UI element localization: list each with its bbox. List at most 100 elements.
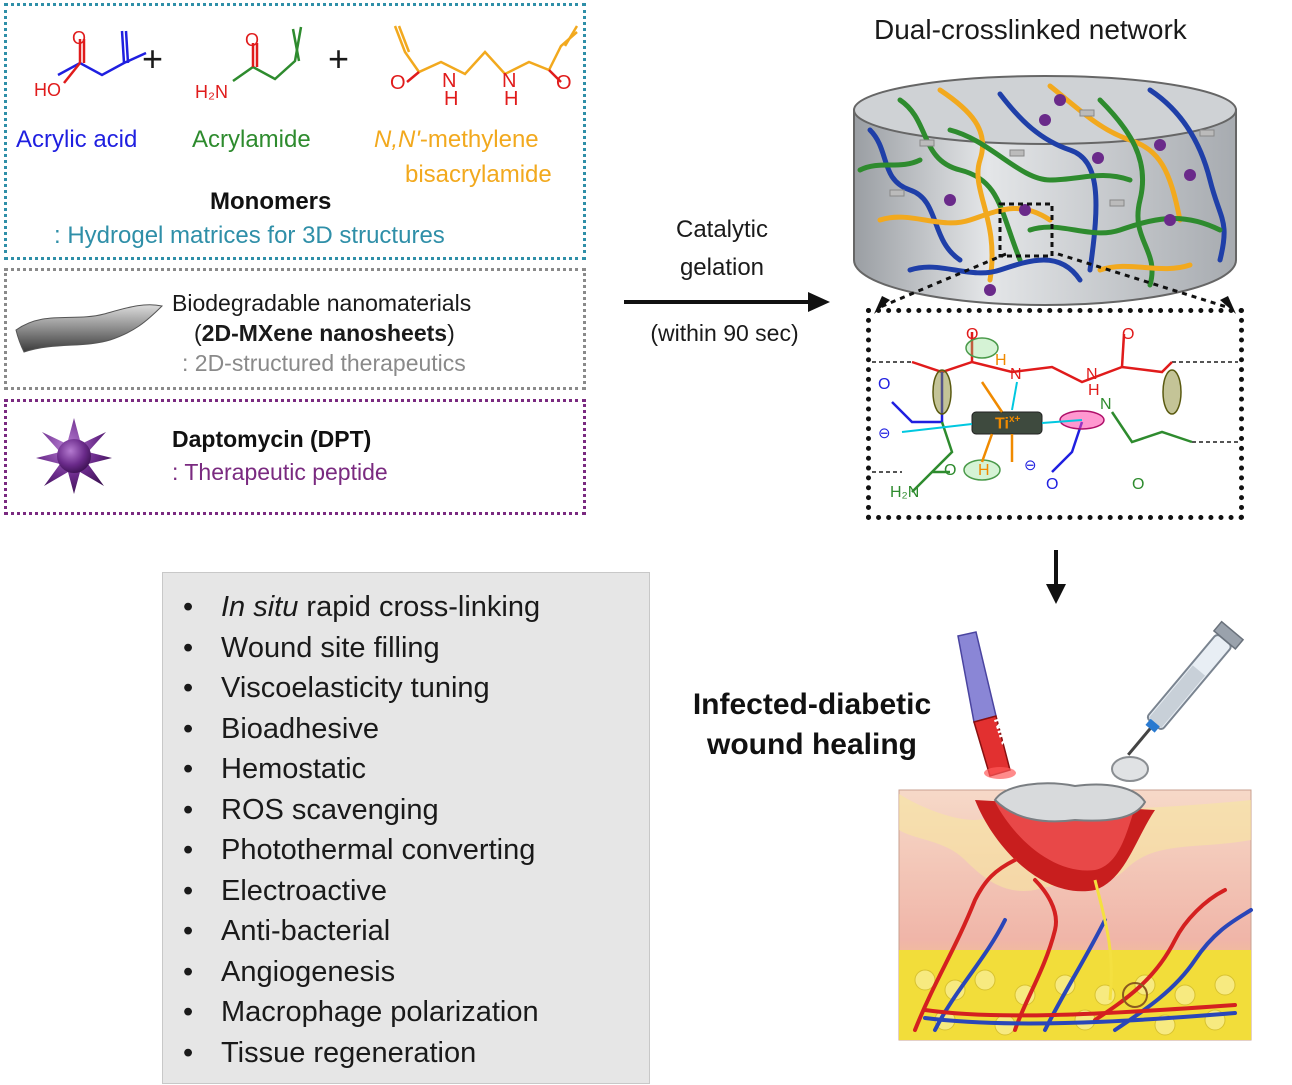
reaction-line1: Catalytic: [675, 216, 769, 243]
bullet: •: [183, 955, 194, 988]
bullet: •: [183, 874, 194, 907]
acrylamide-h2n-atom: H₂N: [195, 82, 228, 102]
crosslinker-o-left: O: [390, 72, 406, 94]
acrylic-acid-label: Acrylic acid: [16, 126, 138, 153]
feature-text: ROS scavenging: [221, 793, 439, 826]
feature-item: • In situ rapid cross-linking: [183, 587, 540, 628]
plus-sign-1: +: [142, 38, 164, 79]
bullet: •: [183, 753, 194, 785]
feature-text: Angiogenesis: [221, 955, 396, 988]
crosslinker-label-rest: -methylene: [419, 126, 539, 153]
acrylamide-label: Acrylamide: [192, 126, 311, 153]
monomers-box: [4, 3, 586, 260]
ti-symbol: Ti: [995, 415, 1009, 433]
detail-o-right: O: [1122, 326, 1135, 343]
features-panel: • In situ rapid cross-linking • Wound site…: [162, 572, 650, 1084]
feature-item: • Tissue regeneration: [183, 1033, 540, 1074]
acrylic-acid-o-atom: O: [72, 28, 87, 48]
nanomaterials-box: [4, 268, 586, 390]
features-list: • In situ rapid cross-linking • Wound site…: [183, 587, 540, 1073]
crosslinker-h-left: H: [444, 88, 459, 110]
bullet: •: [183, 631, 194, 664]
feature-text: Electroactive: [221, 874, 388, 907]
bullet: •: [183, 996, 194, 1028]
feature-rest: rapid cross-linking: [298, 591, 541, 623]
crosslinker-n-right: N: [502, 70, 517, 92]
down-arrow: [1046, 550, 1066, 604]
nano-bold: 2D-MXene nanosheets: [201, 320, 448, 346]
hydrogel-drop: [1111, 756, 1149, 782]
detail-o-bottom: O: [1046, 476, 1059, 493]
reaction-arrow: [624, 292, 830, 312]
feature-item: • Wound site filling: [183, 628, 540, 669]
crosslinker-o-right: O: [556, 72, 572, 94]
detail-o-left: O: [878, 376, 891, 393]
crosslinker-n-left: N: [442, 70, 457, 92]
feature-item: • ROS scavenging: [183, 790, 540, 831]
acrylic-acid-ho-atom: HO: [34, 80, 61, 100]
ti-label: Tix+: [995, 414, 1020, 433]
feature-italic: In situ: [221, 591, 299, 623]
monomers-title: Monomers: [210, 188, 332, 215]
nir-lamp-icon: [957, 631, 1016, 779]
nanomaterials-line1: Biodegradable nanomaterials: [172, 290, 472, 316]
crosslinker-structure: [393, 25, 579, 83]
nanomaterials-line2: (2D-MXene nanosheets): [194, 320, 455, 347]
feature-item: • Bioadhesive: [183, 709, 540, 750]
crosslinker-h-right: H: [504, 88, 519, 110]
detail-n-top: N: [1010, 366, 1022, 383]
bullet: •: [183, 712, 194, 745]
feature-text: Photothermal converting: [221, 834, 536, 866]
nano-paren-open: (: [194, 320, 202, 346]
detail-h2n: H₂N: [890, 484, 920, 501]
acrylic-acid-structure: [57, 30, 147, 84]
feature-item: • Electroactive: [183, 871, 540, 912]
feature-item: • Angiogenesis: [183, 952, 540, 993]
mxene-nanosheet-icon: [15, 304, 163, 353]
peptide-box: [4, 399, 586, 515]
detail-o-top: O: [966, 326, 979, 343]
network-title: Dual-crosslinked network: [874, 14, 1187, 45]
detail-h-amide: H: [978, 462, 990, 479]
feature-text: Anti-bacterial: [221, 915, 391, 947]
peptide-title: Daptomycin (DPT): [172, 426, 372, 452]
daptomycin-star-icon: [36, 418, 112, 494]
nanomaterials-line3: : 2D-structured therapeutics: [182, 350, 466, 376]
feature-item: •Viscoelasticity tuning: [183, 668, 540, 709]
reaction-condition: (within 90 sec): [650, 320, 799, 346]
feature-item: •Anti-bacterial: [183, 911, 540, 952]
plus-sign-2: +: [328, 38, 350, 79]
peptide-subtitle: : Therapeutic peptide: [172, 459, 388, 485]
detail-o-amide: O: [944, 462, 957, 479]
bullet: •: [183, 1036, 194, 1069]
acrylamide-o-atom: O: [245, 30, 260, 50]
acrylamide-structure: [232, 26, 303, 83]
network-detail-box: [866, 308, 1244, 520]
feature-text: Wound site filling: [221, 631, 440, 664]
feature-text: Tissue regeneration: [221, 1036, 477, 1069]
feature-text: Viscoelasticity tuning: [221, 672, 490, 704]
crosslink-chemistry-detail: [872, 332, 1238, 493]
application-line2: wound healing: [707, 728, 917, 761]
crosslinker-label: N,N'-methylene: [374, 126, 539, 154]
feature-text: Macrophage polarization: [221, 996, 539, 1028]
feature-text: Bioadhesive: [221, 712, 379, 745]
feature-item: • Macrophage polarization: [183, 992, 540, 1033]
hydrogel-network-cylinder: [853, 75, 1237, 307]
wound-skin-illustration: [898, 782, 1253, 1041]
bullet: •: [183, 793, 194, 826]
monomers-subtitle: : Hydrogel matrices for 3D structures: [54, 222, 445, 249]
crosslinker-label-italic: N,N': [374, 126, 420, 153]
feature-text: Hemostatic: [221, 753, 367, 785]
nano-paren-close: ): [447, 320, 455, 346]
detail-n-right: N: [1086, 366, 1098, 383]
detail-minus-left: ⊖: [878, 425, 891, 442]
crosslinker-label-line2: bisacrylamide: [405, 161, 552, 188]
bullet: •: [183, 834, 194, 866]
feature-item: • Hemostatic: [183, 749, 540, 790]
detail-minus-bottom: ⊖: [1024, 457, 1037, 474]
detail-nh-right: N: [1100, 396, 1112, 413]
bullet: •: [183, 591, 194, 623]
detail-h-top: H: [995, 352, 1007, 369]
detail-h-right: H: [1088, 382, 1100, 399]
